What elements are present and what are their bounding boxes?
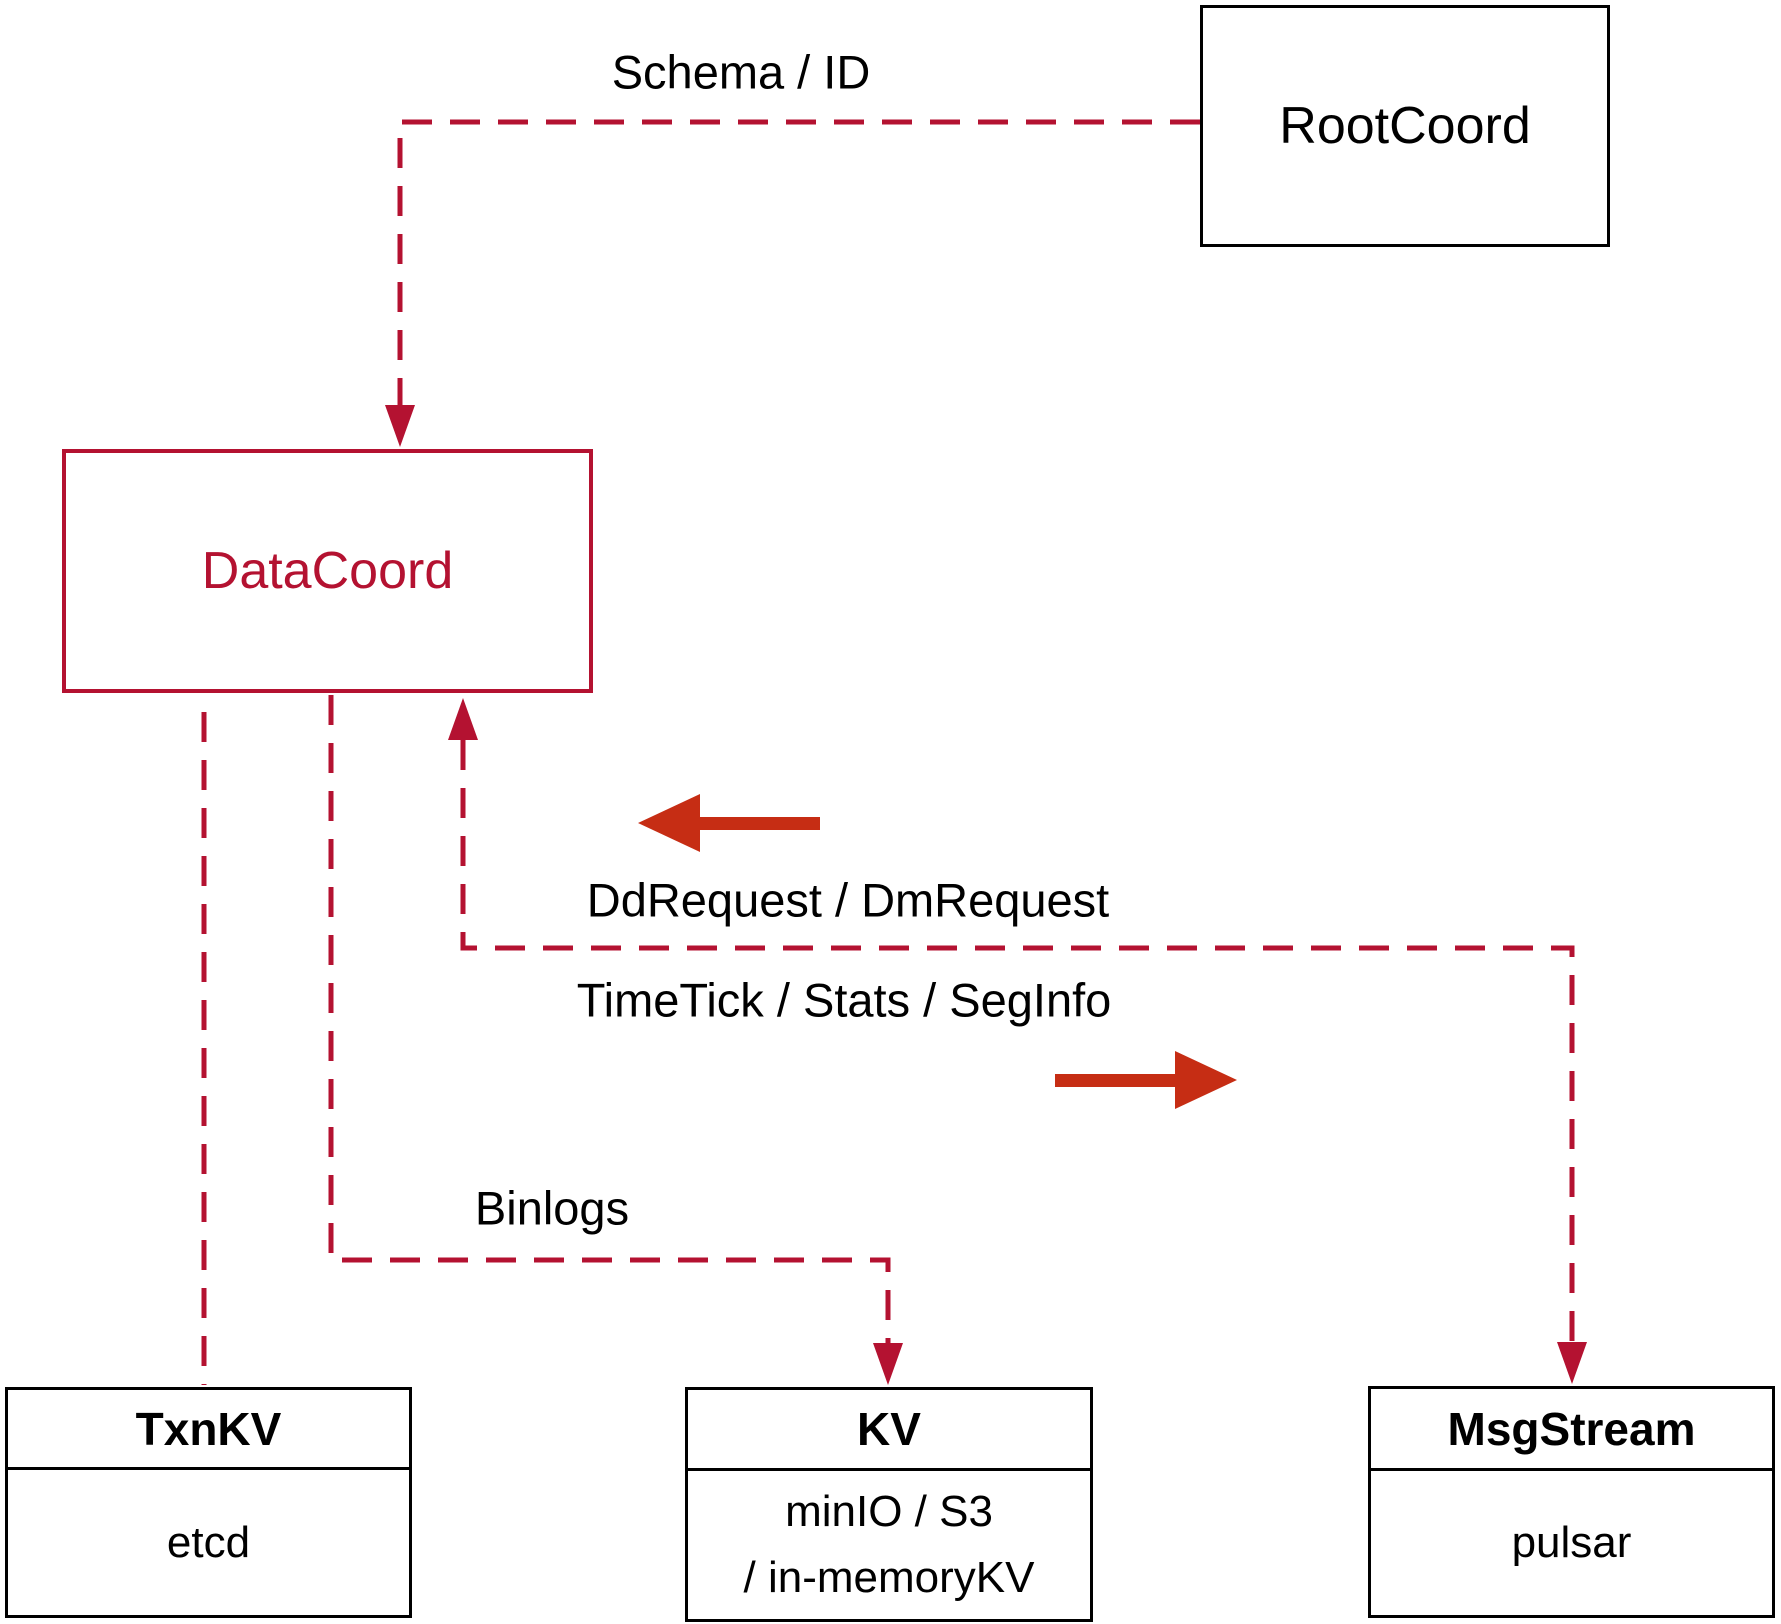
kv-body-line2: / in-memoryKV	[743, 1553, 1035, 1602]
edge-label-binlogs: Binlogs	[474, 1181, 630, 1235]
rootcoord-label: RootCoord	[1279, 97, 1531, 155]
arrowhead-into-datacoord-top-icon	[385, 405, 415, 447]
right-direction-arrow-icon	[1055, 1051, 1237, 1109]
edge-rootcoord-to-datacoord	[397, 119, 1200, 408]
arrowhead-into-datacoord-bottom-icon	[448, 698, 478, 740]
edge-datacoord-to-kv	[328, 695, 891, 1346]
node-datacoord: DataCoord	[62, 449, 593, 693]
datacoord-label: DataCoord	[201, 542, 454, 600]
arrowhead-into-kv-top-icon	[873, 1343, 903, 1385]
kv-title: KV	[688, 1390, 1090, 1471]
txnkv-body: etcd	[166, 1517, 251, 1567]
msgstream-body: pulsar	[1511, 1518, 1632, 1567]
left-arrow-shaft	[696, 817, 820, 830]
edge-label-timetick-stats-seginfo: TimeTick / Stats / SegInfo	[576, 973, 1112, 1027]
node-kv: KV minIO / S3 / in-memoryKV	[685, 1387, 1093, 1622]
node-rootcoord: RootCoord	[1200, 5, 1610, 247]
edge-label-schema-id: Schema / ID	[611, 45, 871, 99]
right-arrow-head	[1175, 1051, 1237, 1109]
node-txnkv: TxnKV etcd	[5, 1387, 412, 1618]
kv-body-line1: minIO / S3	[785, 1487, 993, 1536]
edge-datacoord-to-msgstream	[460, 740, 1575, 1342]
arrowhead-into-msgstream-top-icon	[1557, 1342, 1587, 1384]
txnkv-title: TxnKV	[8, 1390, 409, 1470]
left-direction-arrow-icon	[638, 794, 820, 852]
kv-body: minIO / S3 / in-memoryKV	[688, 1471, 1090, 1619]
right-arrow-shaft	[1055, 1074, 1179, 1087]
left-arrow-head	[638, 794, 700, 852]
edge-label-ddrequest-dmrequest: DdRequest / DmRequest	[586, 873, 1110, 927]
node-msgstream: MsgStream pulsar	[1368, 1386, 1775, 1618]
msgstream-title: MsgStream	[1371, 1389, 1772, 1471]
